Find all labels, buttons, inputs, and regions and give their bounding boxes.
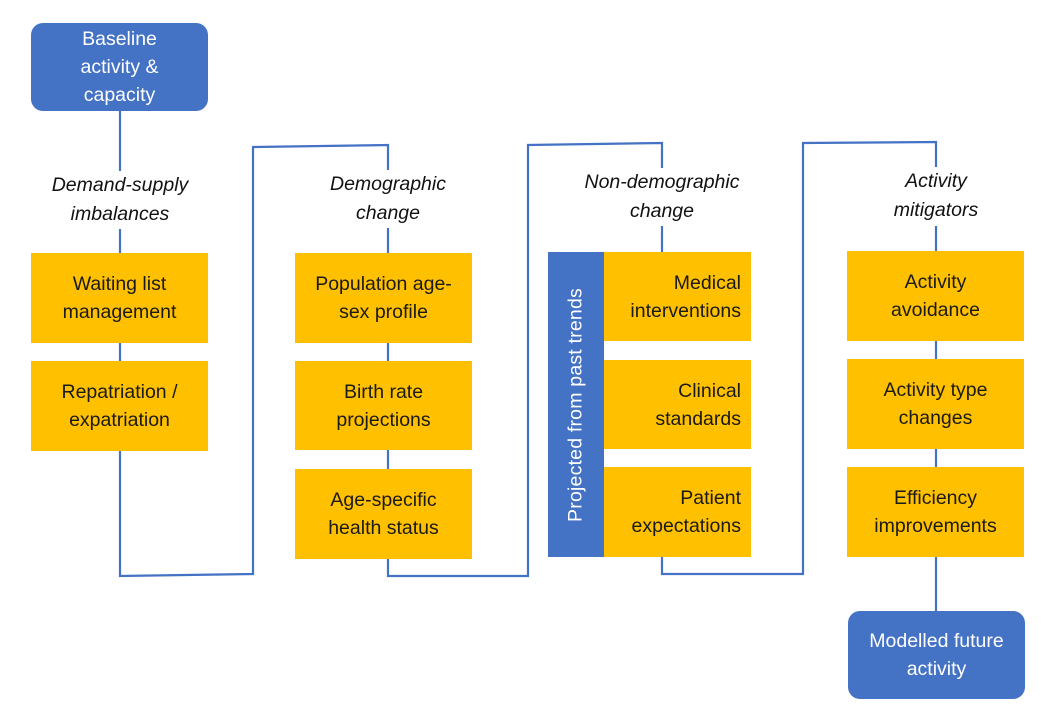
step-box: Clinical standards [604,360,751,449]
projection-side-label: Projected from past trends [564,287,587,522]
step-box-label: Patient expectations [631,487,742,537]
step-box: Activity type changes [847,359,1024,449]
end-node: Modelled future activity [848,611,1025,699]
step-box: Efficiency improvements [847,467,1024,557]
step-box-label: Waiting list management [62,273,177,323]
step-box: Repatriation / expatriation [31,361,208,451]
section-heading: Non-demographic change [567,168,757,226]
section-heading-text: Non-demographic change [584,171,740,222]
connector-line [118,143,390,578]
step-box-label: Efficiency improvements [874,487,997,537]
section-heading-text: Activity mitigators [893,170,979,221]
section-heading-text: Demographic change [330,173,446,224]
step-box-label: Clinical standards [655,379,741,430]
step-box-label: Activity avoidance [891,271,980,321]
section-heading: Demographic change [298,170,478,228]
step-box: Waiting list management [31,253,208,343]
start-node-label: Baseline activity & capacity [80,28,159,106]
section-heading: Demand-supply imbalances [30,171,210,229]
section-heading: Activity mitigators [870,167,1002,225]
start-node: Baseline activity & capacity [31,23,208,111]
connector-line [386,141,664,578]
step-box-label: Population age-sex profile [315,273,452,323]
step-box-label: Birth rate projections [336,380,431,431]
section-heading-text: Demand-supply imbalances [51,174,189,225]
step-box-label: Activity type changes [883,379,988,429]
projection-side-bar: Projected from past trends [548,252,604,557]
step-box: Birth rate projections [295,361,472,450]
step-box: Age-specific health status [295,469,472,559]
connector-line [660,140,938,576]
step-box-label: Repatriation / expatriation [61,381,178,431]
end-node-label: Modelled future activity [869,630,1004,680]
step-box: Population age-sex profile [295,253,472,343]
step-box: Patient expectations [604,467,751,557]
step-box-label: Medical interventions [630,271,741,322]
step-box-label: Age-specific health status [328,489,439,539]
step-box: Medical interventions [604,252,751,341]
step-box: Activity avoidance [847,251,1024,341]
